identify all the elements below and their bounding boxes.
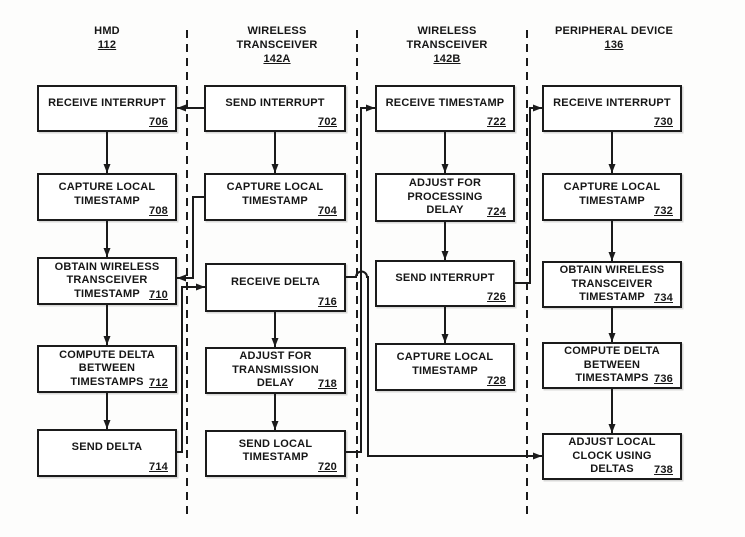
lane-header-peripheral: PERIPHERAL DEVICE 136 <box>555 24 673 52</box>
step-label: PROCESSING <box>407 190 483 203</box>
lane-header-transceiver-b: WIRELESS TRANSCEIVER 142B <box>406 24 487 66</box>
step-label: ADJUST FOR <box>239 350 312 363</box>
lane-ref: 112 <box>97 39 117 51</box>
lane-title: TRANSCEIVER <box>406 39 488 51</box>
step-ref: 730 <box>654 116 673 128</box>
step-ref: 728 <box>487 375 506 387</box>
step-label: TIMESTAMPS <box>575 372 649 385</box>
arrow-726-730 <box>515 104 542 284</box>
step-ref: 738 <box>654 464 673 476</box>
step-send-local-timestamp-720: SEND LOCAL TIMESTAMP 720 <box>205 430 346 477</box>
step-label: OBTAIN WIRELESS <box>54 260 160 273</box>
step-label: RECEIVE INTERRUPT <box>553 96 671 109</box>
step-label: RECEIVE TIMESTAMP <box>385 96 505 109</box>
step-capture-local-timestamp-728: CAPTURE LOCAL TIMESTAMP 728 <box>375 343 515 391</box>
step-label: CAPTURE LOCAL <box>226 181 324 193</box>
step-label: SEND DELTA <box>71 441 143 454</box>
step-label: DELTAS <box>590 463 634 476</box>
step-ref: 736 <box>654 373 673 385</box>
step-ref: 702 <box>318 116 337 128</box>
step-label: TIMESTAMPS <box>70 375 144 388</box>
step-label: CAPTURE LOCAL <box>58 181 156 193</box>
step-capture-local-timestamp-732: CAPTURE LOCAL TIMESTAMP 732 <box>542 173 682 221</box>
step-ref: 712 <box>149 377 168 389</box>
step-label: TIMESTAMP <box>579 291 645 304</box>
step-label: TRANSCEIVER <box>571 277 653 290</box>
step-label: RECEIVE DELTA <box>231 275 320 288</box>
step-ref: 708 <box>149 205 168 217</box>
step-label: TRANSCEIVER <box>66 274 148 287</box>
step-label: CAPTURE LOCAL <box>563 181 661 193</box>
lane-title: WIRELESS <box>417 25 477 37</box>
step-capture-local-timestamp-704: CAPTURE LOCAL TIMESTAMP 704 <box>204 173 346 221</box>
step-label: DELAY <box>256 377 295 390</box>
step-label: CAPTURE LOCAL <box>396 351 494 363</box>
step-receive-interrupt-730: RECEIVE INTERRUPT 730 <box>542 85 682 132</box>
step-ref: 704 <box>318 205 337 217</box>
lane-ref: 142B <box>433 53 461 65</box>
lane-header-hmd: HMD 112 <box>94 24 120 52</box>
lane-ref: 136 <box>604 39 624 51</box>
step-label: TIMESTAMP <box>242 194 308 207</box>
lane-header-transceiver-a: WIRELESS TRANSCEIVER 142A <box>236 24 317 66</box>
step-obtain-transceiver-timestamp-710: OBTAIN WIRELESS TRANSCEIVER TIMESTAMP 71… <box>37 257 177 305</box>
step-label: BETWEEN <box>78 362 136 375</box>
step-send-interrupt-726: SEND INTERRUPT 726 <box>375 260 515 307</box>
step-ref: 720 <box>318 461 337 473</box>
step-label: COMPUTE DELTA <box>564 345 660 358</box>
step-ref: 716 <box>318 296 337 308</box>
step-receive-timestamp-722: RECEIVE TIMESTAMP 722 <box>375 85 515 132</box>
arrow-720-722 <box>346 104 375 453</box>
step-label: CLOCK USING <box>572 449 652 462</box>
step-label: SEND LOCAL <box>238 437 313 450</box>
step-label: TRANSMISSION <box>232 363 319 376</box>
step-label: RECEIVE INTERRUPT <box>48 96 166 109</box>
step-ref: 722 <box>487 116 506 128</box>
lane-title: TRANSCEIVER <box>236 39 318 51</box>
step-receive-delta-716: RECEIVE DELTA 716 <box>205 263 346 312</box>
step-obtain-transceiver-timestamp-734: OBTAIN WIRELESS TRANSCEIVER TIMESTAMP 73… <box>542 261 682 308</box>
step-ref: 710 <box>149 289 168 301</box>
lane-ref: 142A <box>263 53 291 65</box>
step-send-interrupt-702: SEND INTERRUPT 702 <box>204 85 346 132</box>
step-label: ADJUST FOR <box>408 177 482 190</box>
step-adjust-transmission-delay-718: ADJUST FOR TRANSMISSION DELAY 718 <box>205 347 346 394</box>
step-label: TIMESTAMP <box>579 194 645 207</box>
step-compute-delta-736: COMPUTE DELTA BETWEEN TIMESTAMPS 736 <box>542 342 682 389</box>
step-label: TIMESTAMP <box>74 287 140 300</box>
step-adjust-local-clock-738: ADJUST LOCAL CLOCK USING DELTAS 738 <box>542 433 682 480</box>
step-label: TIMESTAMP <box>412 364 478 377</box>
step-ref: 732 <box>654 205 673 217</box>
step-label: BETWEEN <box>583 358 641 371</box>
step-ref: 714 <box>149 461 168 473</box>
step-send-delta-714: SEND DELTA 714 <box>37 429 177 477</box>
lane-title: PERIPHERAL DEVICE <box>554 25 674 37</box>
step-label: DELAY <box>426 204 464 217</box>
step-ref: 724 <box>487 206 506 218</box>
step-label: ADJUST LOCAL <box>568 436 656 449</box>
step-compute-delta-712: COMPUTE DELTA BETWEEN TIMESTAMPS 712 <box>37 345 177 393</box>
lane-title: WIRELESS <box>247 25 307 37</box>
arrow-714-716 <box>177 283 205 453</box>
step-label: COMPUTE DELTA <box>59 348 155 361</box>
step-label: TIMESTAMP <box>74 194 140 207</box>
step-ref: 734 <box>654 292 673 304</box>
arrow-704-710 <box>177 196 204 282</box>
step-label: TIMESTAMP <box>242 451 309 463</box>
step-adjust-processing-delay-724: ADJUST FOR PROCESSING DELAY 724 <box>375 173 515 222</box>
step-receive-interrupt-706: RECEIVE INTERRUPT 706 <box>37 85 177 132</box>
step-label: SEND INTERRUPT <box>225 96 325 109</box>
step-capture-local-timestamp-708: CAPTURE LOCAL TIMESTAMP 708 <box>37 173 177 221</box>
step-ref: 718 <box>318 378 337 390</box>
step-label: OBTAIN WIRELESS <box>559 264 665 277</box>
step-label: SEND INTERRUPT <box>395 271 495 284</box>
lane-title: HMD <box>94 25 120 37</box>
step-ref: 706 <box>149 116 168 128</box>
step-ref: 726 <box>487 291 506 303</box>
